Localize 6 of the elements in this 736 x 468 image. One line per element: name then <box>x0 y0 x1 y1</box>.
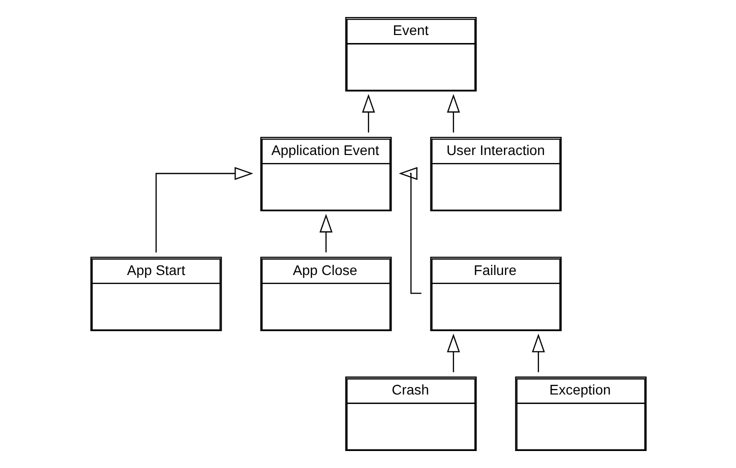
arrow <box>446 334 460 372</box>
arrow <box>361 94 375 132</box>
arrow <box>531 334 544 372</box>
arrow <box>446 94 460 132</box>
arrow <box>319 214 332 252</box>
arrow <box>155 166 253 252</box>
